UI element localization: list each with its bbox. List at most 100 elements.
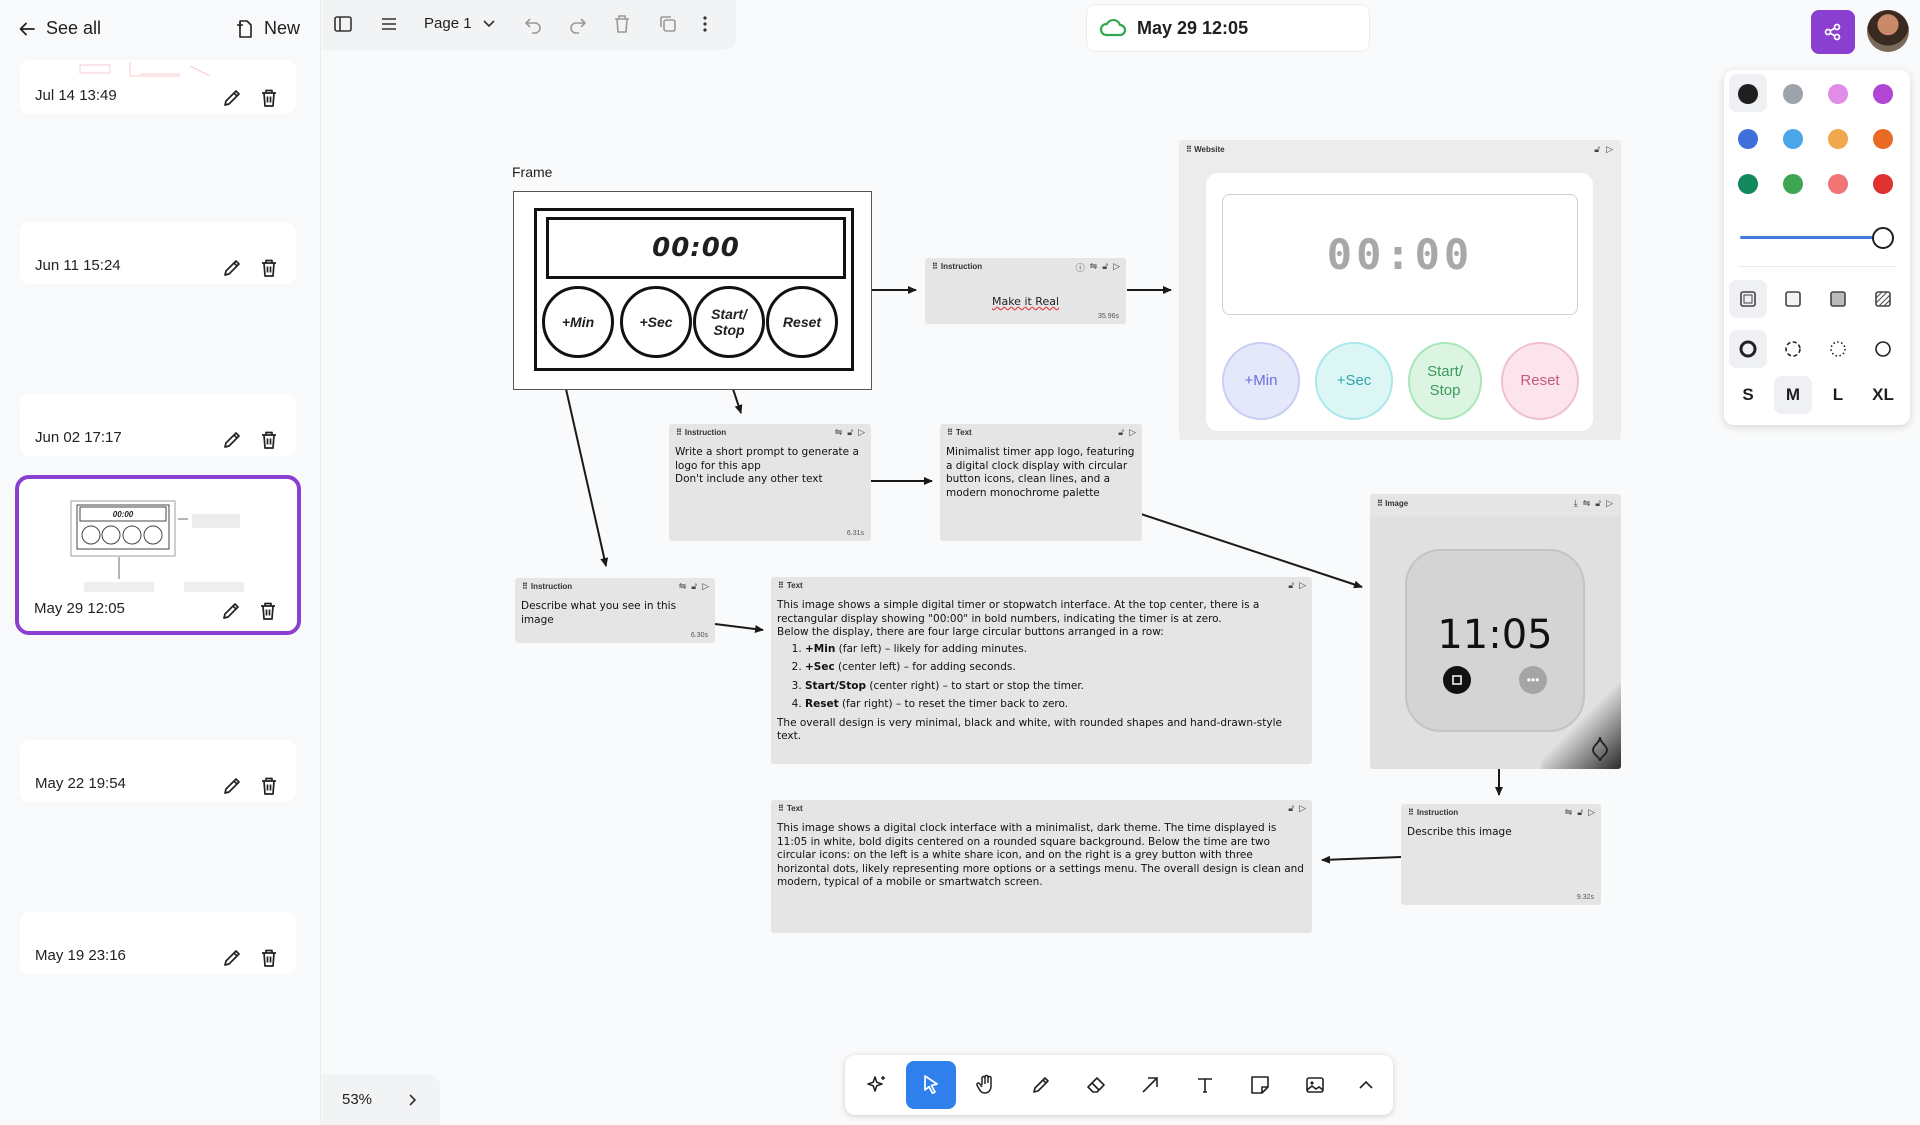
fill-semi-icon[interactable] (1774, 280, 1812, 318)
play-icon[interactable]: ▷ (1588, 807, 1595, 817)
board-card-selected[interactable]: 00:00 May 29 12:05 (15, 475, 301, 635)
drag-handle-icon[interactable]: ⠿ (778, 581, 784, 590)
dash-dotted-icon[interactable] (1819, 330, 1857, 368)
color-swatch-light-red[interactable] (1828, 174, 1848, 194)
color-swatch-violet[interactable] (1873, 84, 1893, 104)
opacity-slider-knob[interactable] (1872, 227, 1894, 249)
color-swatch-black[interactable] (1738, 84, 1758, 104)
settings-icon[interactable]: ⇋ (834, 427, 843, 437)
note-tool-button[interactable] (1235, 1061, 1285, 1109)
color-swatch-blue[interactable] (1738, 129, 1758, 149)
board-title[interactable]: May 29 12:05 (1137, 17, 1249, 38)
see-all-button[interactable]: See all (18, 18, 101, 39)
text-node-description[interactable]: ⠿Text 🔓︎▷ This image shows a simple digi… (771, 577, 1312, 764)
website-button-start-stop[interactable]: Start/ Stop (1408, 342, 1482, 420)
play-icon[interactable]: ▷ (858, 427, 865, 437)
color-swatch-orange[interactable] (1873, 129, 1893, 149)
trash-icon[interactable] (260, 948, 278, 968)
drag-handle-icon[interactable]: ⠿ (1408, 808, 1414, 817)
page-selector[interactable]: Page 1 (424, 15, 496, 32)
color-swatch-grey[interactable] (1783, 84, 1803, 104)
edit-icon[interactable] (221, 601, 241, 621)
play-icon[interactable]: ▷ (702, 581, 709, 591)
instruction-node-make-real[interactable]: ⠿Instruction ⓘ⇋🔓︎▷ Make it Real 35.96s (925, 258, 1126, 324)
drag-handle-icon[interactable]: ⠿ (1186, 145, 1192, 154)
size-xl-button[interactable]: XL (1872, 385, 1894, 404)
play-icon[interactable]: ▷ (1299, 803, 1306, 813)
board-card[interactable]: May 19 23:16 (20, 912, 296, 974)
lock-icon[interactable]: 🔓︎ (1595, 498, 1602, 508)
arrow-tool-button[interactable] (1125, 1061, 1175, 1109)
color-swatch-green[interactable] (1738, 174, 1758, 194)
wireframe-frame[interactable]: 00:00 +Min +Sec Start/ Stop Reset (513, 191, 872, 390)
download-icon[interactable]: ⤓ (1573, 498, 1578, 508)
settings-icon[interactable]: ⇋ (1089, 261, 1098, 271)
website-button-sec[interactable]: +Sec (1315, 342, 1393, 420)
settings-icon[interactable]: ⇋ (678, 581, 687, 591)
drag-handle-icon[interactable]: ⠿ (1377, 499, 1383, 508)
board-card[interactable]: Jul 14 13:49 (20, 60, 296, 114)
play-icon[interactable]: ▷ (1299, 580, 1306, 590)
edit-icon[interactable] (222, 88, 242, 108)
drag-handle-icon[interactable]: ⠿ (947, 428, 953, 437)
user-avatar[interactable] (1867, 10, 1909, 52)
size-m-button[interactable]: M (1774, 376, 1812, 414)
board-card[interactable]: Jun 02 17:17 (20, 394, 296, 456)
draw-tool-button[interactable] (1016, 1061, 1066, 1109)
more-vertical-icon[interactable] (700, 13, 710, 35)
color-swatch-red[interactable] (1873, 174, 1893, 194)
color-swatch-yellow[interactable] (1828, 129, 1848, 149)
color-swatch-light-green[interactable] (1783, 174, 1803, 194)
zoom-control[interactable]: 53% (322, 1074, 440, 1125)
drag-handle-icon[interactable]: ⠿ (932, 262, 938, 271)
size-l-button[interactable]: L (1832, 385, 1844, 404)
fill-pattern-icon[interactable] (1864, 280, 1902, 318)
undo-icon[interactable] (522, 13, 544, 35)
trash-icon[interactable] (260, 430, 278, 450)
lock-icon[interactable]: 🔓︎ (1577, 807, 1584, 817)
lock-icon[interactable]: 🔓︎ (1118, 427, 1125, 437)
play-icon[interactable]: ▷ (1606, 144, 1613, 154)
trash-icon[interactable] (260, 258, 278, 278)
text-tool-button[interactable] (1180, 1061, 1230, 1109)
redo-icon[interactable] (567, 13, 589, 35)
hand-tool-button[interactable] (961, 1061, 1011, 1109)
instruction-node-logo-prompt[interactable]: ⠿Instruction ⇋🔓︎▷ Write a short prompt t… (669, 424, 871, 541)
board-card[interactable]: Jun 11 15:24 (20, 222, 296, 284)
select-tool-button[interactable] (906, 1061, 956, 1109)
lock-icon[interactable]: 🔓︎ (1288, 580, 1295, 590)
more-tools-button[interactable] (1345, 1061, 1387, 1109)
color-swatch-light-violet[interactable] (1828, 84, 1848, 104)
new-board-button[interactable]: New (236, 18, 300, 39)
drag-handle-icon[interactable]: ⠿ (522, 582, 528, 591)
lock-icon[interactable]: 🔓︎ (847, 427, 854, 437)
edit-icon[interactable] (222, 776, 242, 796)
trash-icon[interactable] (260, 776, 278, 796)
info-icon[interactable]: ⓘ (1075, 263, 1085, 273)
delete-icon[interactable] (612, 13, 632, 35)
ai-tool-button[interactable] (852, 1061, 902, 1109)
play-icon[interactable]: ▷ (1606, 498, 1613, 508)
trash-icon[interactable] (260, 88, 278, 108)
drag-handle-icon[interactable]: ⠿ (778, 804, 784, 813)
trash-icon[interactable] (259, 601, 277, 621)
website-button-reset[interactable]: Reset (1501, 342, 1579, 420)
size-s-button[interactable]: S (1742, 385, 1754, 404)
image-tool-button[interactable] (1290, 1061, 1340, 1109)
lock-icon[interactable]: 🔓︎ (1288, 803, 1295, 813)
dash-dashed-icon[interactable] (1774, 330, 1812, 368)
website-button-min[interactable]: +Min (1222, 342, 1300, 420)
instruction-node-describe-image[interactable]: ⠿Instruction ⇋🔓︎▷ Describe this image 9.… (1401, 804, 1601, 905)
edit-icon[interactable] (222, 948, 242, 968)
color-swatch-light-blue[interactable] (1783, 129, 1803, 149)
website-node[interactable]: ⠿ Website 🔓︎▷ 00:00 +Min +Sec Start/ Sto… (1179, 140, 1621, 440)
lock-icon[interactable]: 🔓︎ (1594, 144, 1601, 154)
dash-draw-icon[interactable] (1729, 330, 1767, 368)
text-node-logo[interactable]: ⠿Text 🔓︎▷ Minimalist timer app logo, fea… (940, 424, 1142, 541)
chevron-right-icon[interactable] (408, 1093, 418, 1107)
board-card[interactable]: May 22 19:54 (20, 740, 296, 802)
edit-icon[interactable] (222, 258, 242, 278)
eraser-tool-button[interactable] (1071, 1061, 1121, 1109)
share-button[interactable] (1811, 10, 1855, 54)
menu-icon[interactable] (378, 13, 400, 35)
